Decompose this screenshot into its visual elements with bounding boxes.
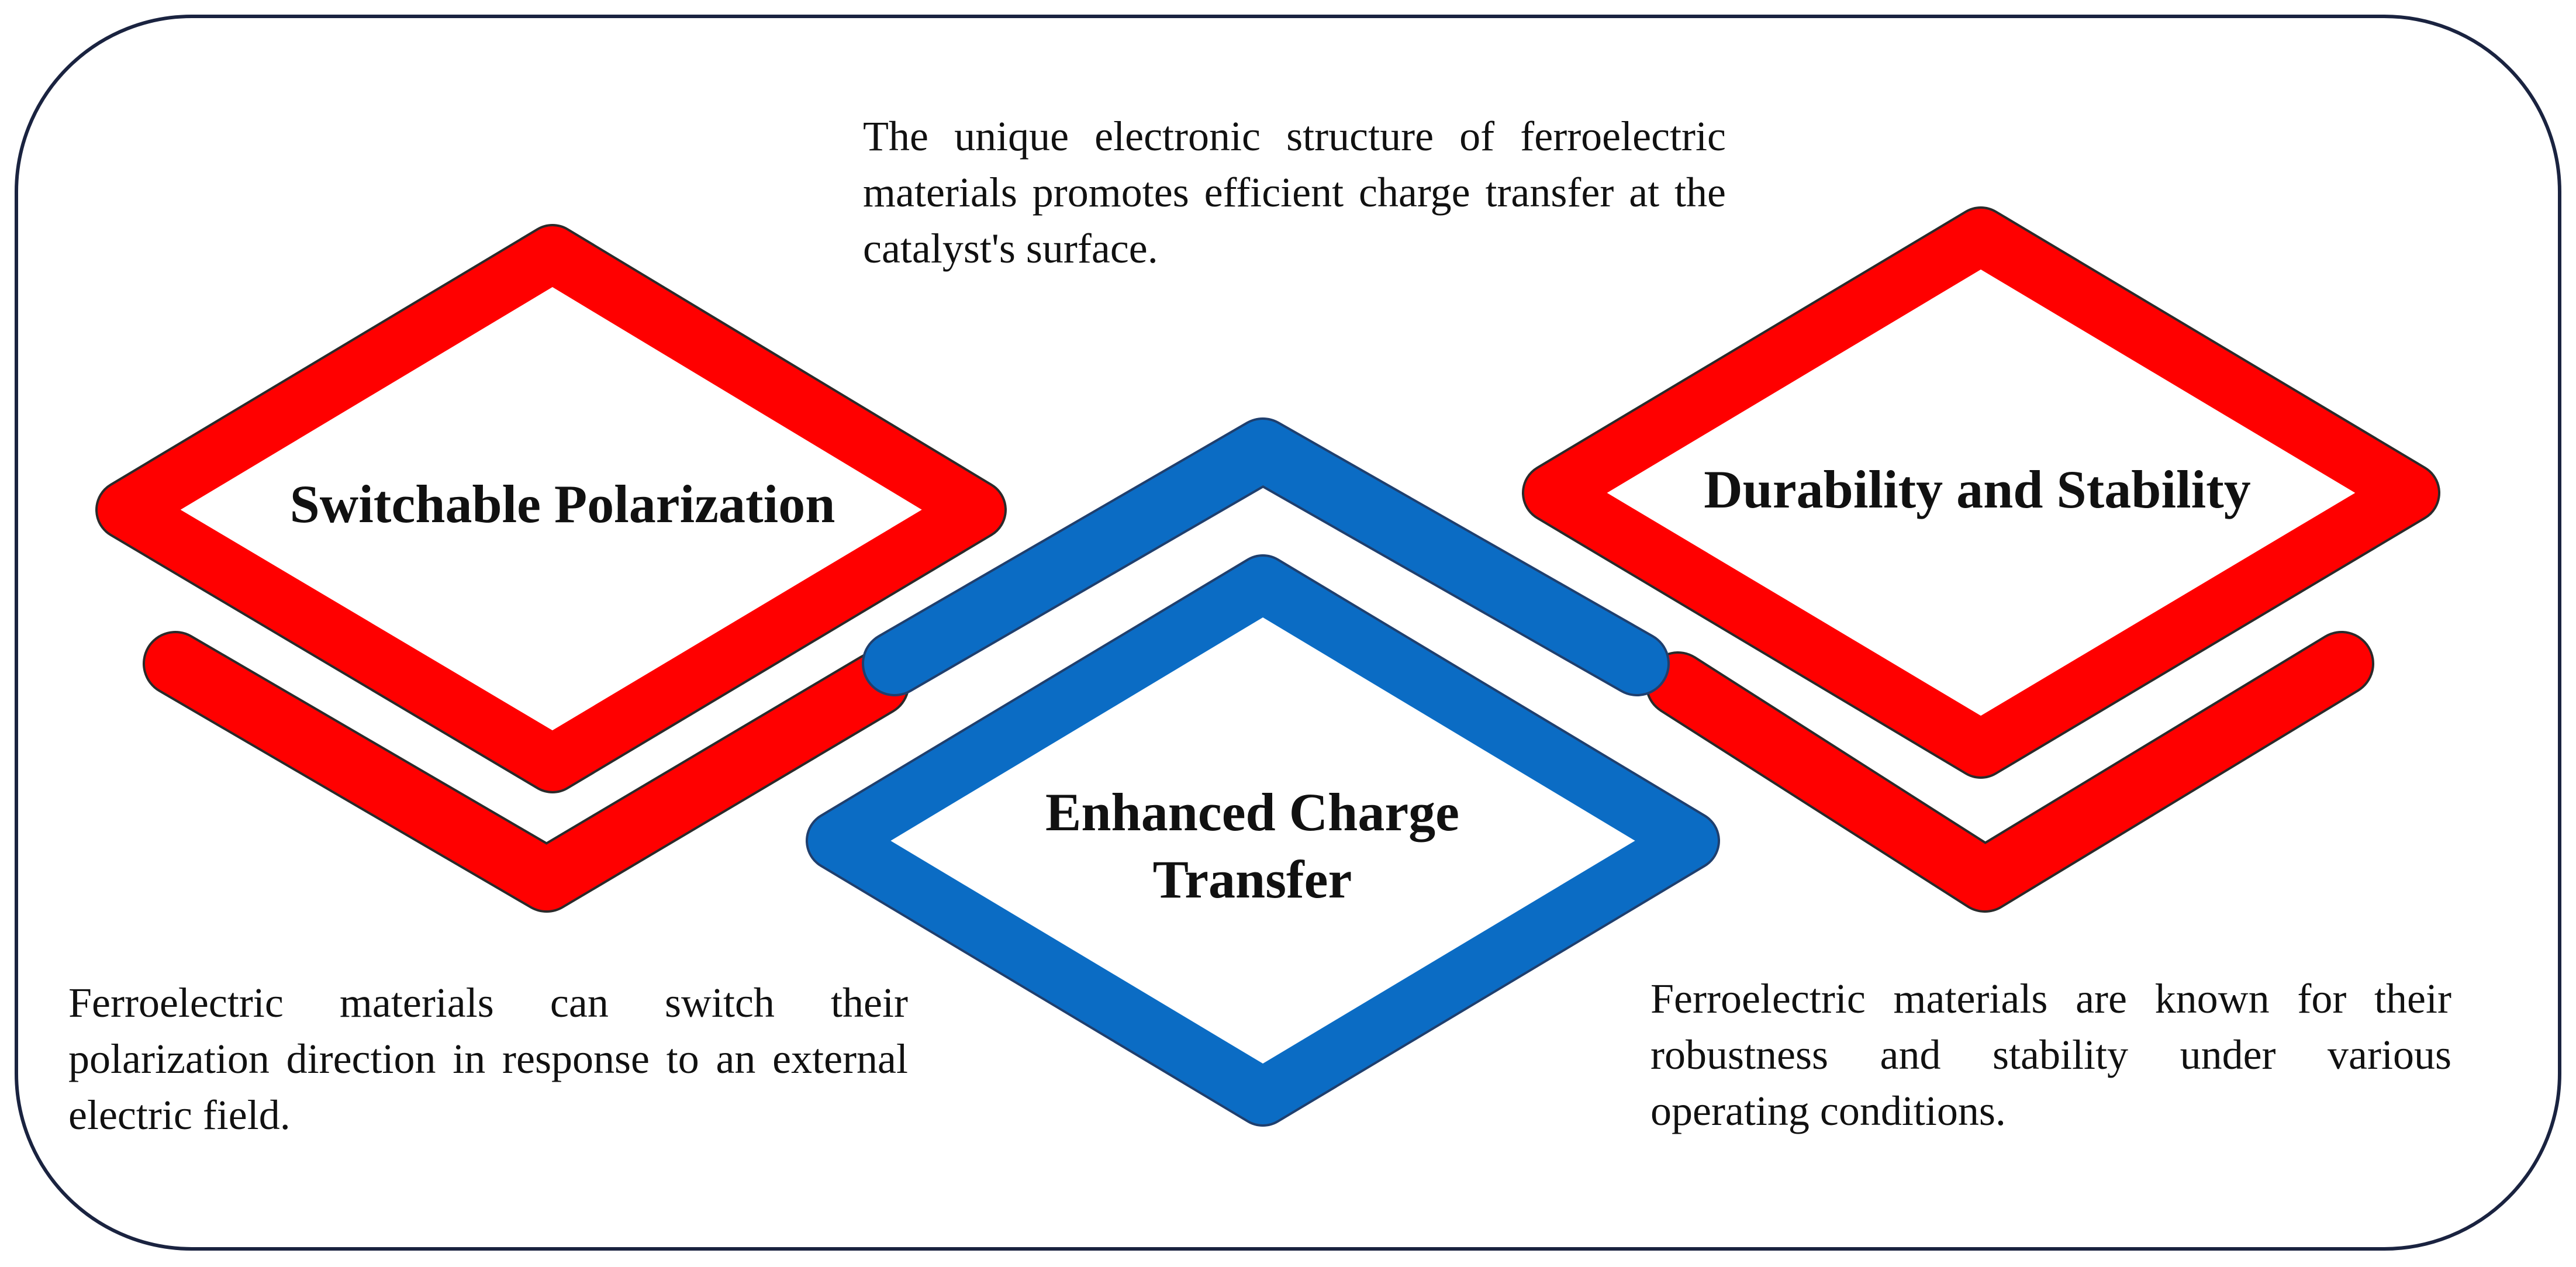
switchable-title: Switchable Polarization <box>290 474 835 534</box>
node-enhanced-charge-transfer: Enhanced Charge Transfer <box>806 554 1720 1127</box>
durability-description: Ferroelectric materials are known for th… <box>1650 975 2451 1134</box>
node-durability-stability: Durability and Stability <box>1522 206 2440 779</box>
charge-title-line-1: Enhanced Charge <box>1045 782 1459 842</box>
switchable-description: Ferroelectric materials can switch their… <box>68 979 908 1138</box>
charge-description: The unique electronic structure of ferro… <box>863 113 1726 272</box>
node-switchable-polarization: Switchable Polarization <box>95 224 1007 793</box>
durability-title: Durability and Stability <box>1704 460 2251 519</box>
charge-title-line-2: Transfer <box>1153 850 1352 909</box>
